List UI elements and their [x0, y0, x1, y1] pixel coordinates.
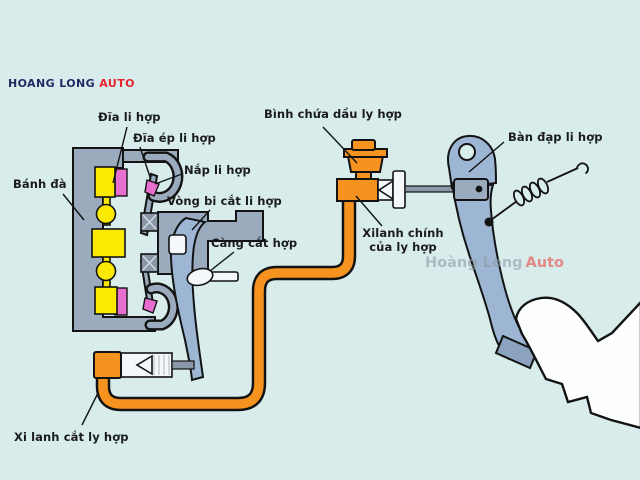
label-release-bearing: Vòng bi cắt li hợp [167, 194, 282, 208]
leader-master-cylinder [355, 195, 383, 227]
master-cylinder [336, 170, 457, 209]
label-release-cylinder: Xi lanh cắt ly hợp [14, 430, 129, 444]
leader-release-cylinder [81, 392, 99, 426]
brand-name-primary: HOANG LONG [8, 77, 96, 90]
watermark-swirl-icon [399, 253, 419, 273]
hydraulic-pipe [95, 199, 357, 412]
pedal-pad [494, 334, 539, 370]
leader-pressure-plate [139, 146, 151, 178]
driver-shoe [514, 296, 640, 429]
leader-lines [62, 126, 505, 426]
pushrod-clevis [453, 178, 489, 201]
fork-pivot-pin [186, 267, 214, 287]
label-release-fork: Càng cắt hợp [211, 236, 298, 250]
return-spring [484, 162, 589, 227]
label-master-cylinder-line1: Xilanh chính [362, 226, 444, 240]
leader-clutch-disc [112, 126, 128, 184]
brand-name-accent: AUTO [99, 77, 135, 90]
leader-clutch-cover [154, 173, 183, 185]
label-master-cylinder-line2: của ly hợp [369, 240, 437, 255]
clevis-bolt [475, 185, 483, 193]
leader-release-bearing [191, 209, 211, 231]
label-clutch-cover: Nắp li hợp [184, 163, 251, 177]
clutch-pedal [447, 134, 539, 370]
label-pedal: Bàn đạp li hợp [508, 130, 603, 144]
watermark-text-primary: Hoàng Long [425, 255, 523, 271]
release-cylinder [93, 351, 195, 379]
spring-hook [576, 162, 589, 175]
pushrod [404, 185, 457, 193]
label-reservoir: Bình chứa dầu ly hợp [264, 107, 402, 121]
release-fork [168, 216, 239, 382]
leader-flywheel [62, 193, 85, 221]
pedal-pivot-hole [458, 143, 476, 161]
leader-reservoir [322, 126, 358, 164]
watermark-text-accent: Auto [525, 255, 564, 271]
brand-logo: HOANG LONG AUTO [8, 4, 148, 90]
bearing-notch [168, 234, 187, 255]
leader-pedal [468, 141, 505, 173]
brand-name: HOANG LONG AUTO [8, 77, 148, 90]
label-master-cylinder: Xilanh chính của ly hợp [351, 226, 455, 254]
label-flywheel: Bánh đà [13, 177, 67, 191]
brand-logo-swirl-icon [47, 9, 109, 71]
clutch-disc [91, 166, 126, 315]
label-pressure-plate: Đĩa ép li hợp [133, 131, 216, 145]
label-clutch-disc: Đĩa li hợp [98, 110, 161, 124]
watermark: Hoàng Long Auto [396, 250, 564, 276]
leader-release-fork [209, 251, 235, 272]
pushrod-flange [392, 170, 406, 209]
fluid-reservoir [343, 139, 388, 181]
